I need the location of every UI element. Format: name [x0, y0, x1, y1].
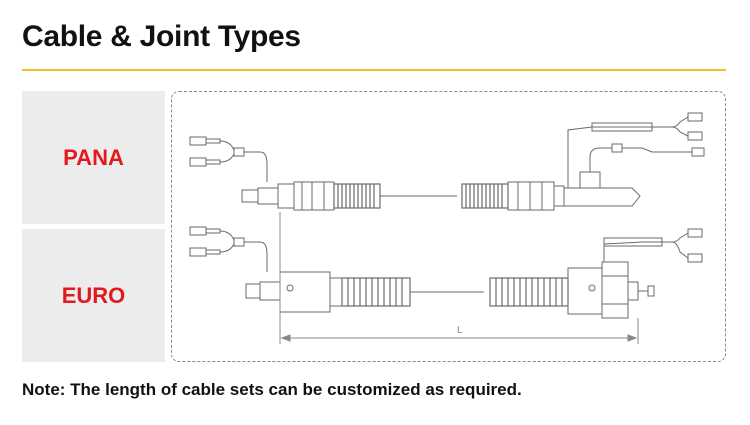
euro-machine-connector	[567, 261, 655, 319]
euro-left-connector-pins	[189, 226, 268, 272]
page-title: Cable & Joint Types	[22, 20, 301, 53]
euro-cable-assembly	[189, 226, 703, 319]
title-underline	[22, 69, 726, 71]
cable-technical-drawing: L	[189, 112, 705, 344]
pana-spring-left	[333, 183, 381, 209]
euro-torch-coupling	[245, 271, 343, 313]
pana-torch-coupling	[241, 181, 335, 211]
euro-spring-left	[341, 277, 411, 307]
row-label-euro: EURO	[22, 229, 165, 362]
pana-right-connector-pins	[567, 112, 703, 188]
pana-spring-right	[461, 183, 509, 209]
pana-left-connector-pins	[189, 136, 268, 182]
row-label-pana: PANA	[22, 91, 165, 224]
pana-cable-assembly	[189, 112, 705, 211]
euro-spring-right	[489, 277, 569, 307]
length-dimension	[279, 212, 639, 344]
euro-right-connector-pins	[603, 228, 703, 263]
cable-drawing-frame: L	[171, 91, 726, 362]
length-dimension-label: L	[457, 325, 463, 336]
pana-machine-connector	[507, 143, 705, 211]
footer-note: Note: The length of cable sets can be cu…	[22, 380, 522, 399]
